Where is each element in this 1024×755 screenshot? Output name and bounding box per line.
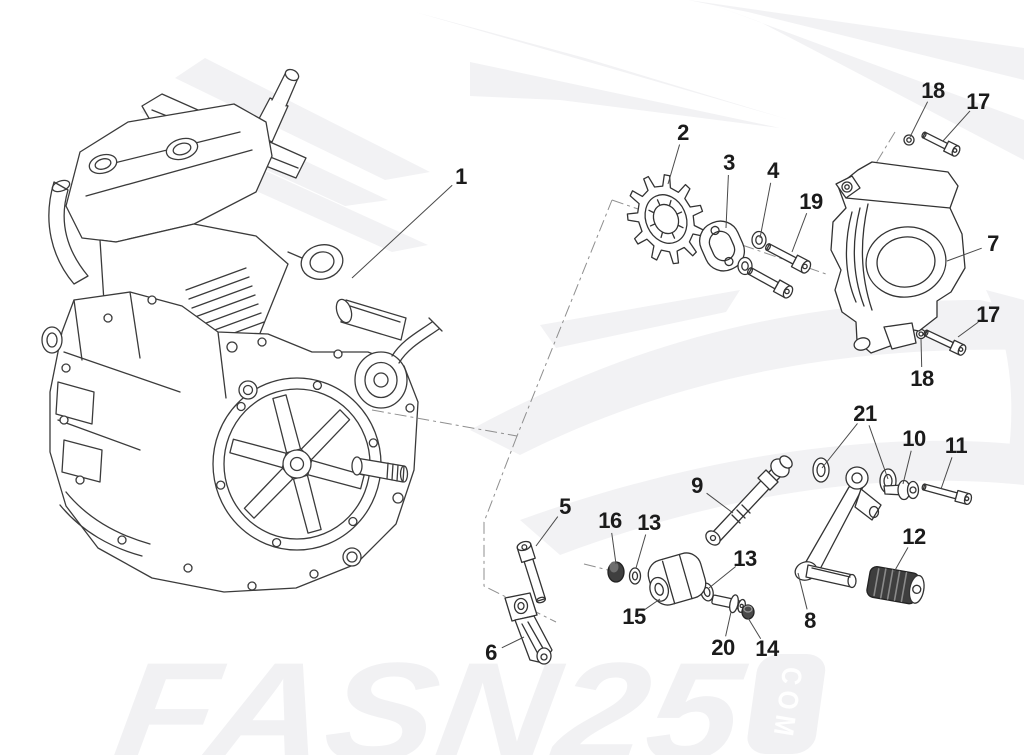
engine-illustration xyxy=(41,68,443,593)
part-drive-sprocket xyxy=(626,174,706,265)
exploded-parts xyxy=(504,131,973,665)
part-nut-16 xyxy=(607,561,625,583)
clutch-cover-star xyxy=(216,380,378,548)
leader-lines xyxy=(351,101,982,649)
part-nut-14 xyxy=(741,604,755,620)
part-bolts xyxy=(516,131,973,604)
part-shift-pedal-6 xyxy=(504,592,553,665)
part-footpeg-rubber-12 xyxy=(866,566,925,605)
part-sensor-15 xyxy=(647,552,707,606)
part-washer-13-left xyxy=(628,567,642,585)
part-shift-rod xyxy=(705,455,793,546)
part-gear-lever-8 xyxy=(794,466,882,589)
part-sprocket-cover xyxy=(830,161,966,354)
part-pin-20 xyxy=(711,594,747,614)
part-retainer-plate xyxy=(698,220,746,272)
part-pivot-pin-10 xyxy=(883,479,920,501)
part-washer-18-top xyxy=(903,134,915,146)
